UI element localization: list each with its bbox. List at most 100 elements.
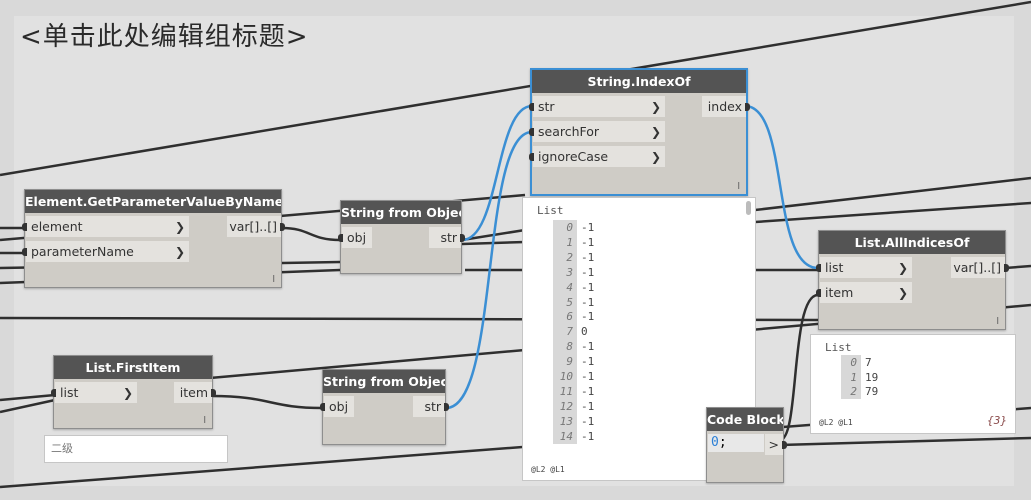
- port-label: >: [768, 437, 779, 452]
- preview-index: 1: [841, 369, 861, 385]
- port-connector[interactable]: [816, 264, 821, 272]
- preview-row: 14-1: [553, 428, 594, 444]
- port-connector[interactable]: [745, 103, 750, 111]
- input-port-searchfor[interactable]: searchFor ❯: [529, 121, 665, 143]
- scrollbar-thumb[interactable]: [746, 201, 751, 215]
- preview-value: -1: [581, 265, 595, 279]
- node-title: String.IndexOf: [532, 70, 746, 93]
- preview-value: -1: [581, 280, 595, 294]
- preview-levels: @L2 @L1: [819, 418, 853, 427]
- input-port-obj[interactable]: obj: [338, 227, 372, 249]
- port-connector[interactable]: [338, 234, 343, 242]
- node-get-parameter-value[interactable]: Element.GetParameterValueByName element …: [22, 189, 285, 288]
- code-editor[interactable]: 0;: [708, 434, 764, 452]
- port-connector[interactable]: [444, 403, 449, 411]
- node-title: String from Object: [341, 201, 461, 224]
- output-port-str[interactable]: str: [429, 227, 465, 249]
- port-label: ignoreCase: [538, 149, 609, 164]
- preview-value: -1: [581, 399, 595, 413]
- output-port[interactable]: >: [765, 434, 787, 456]
- node-title: List.AllIndicesOf: [819, 231, 1005, 254]
- selected-wire: [744, 104, 819, 270]
- preview-index: 13: [553, 413, 577, 429]
- preview-value: 79: [865, 385, 879, 398]
- port-connector[interactable]: [816, 289, 821, 297]
- preview-value: -1: [581, 414, 595, 428]
- preview-value: -1: [581, 235, 595, 249]
- preview-value: 0: [581, 325, 588, 339]
- output-port-index[interactable]: index: [702, 96, 750, 118]
- preview-index: 1: [553, 234, 577, 250]
- port-connector[interactable]: [529, 103, 534, 111]
- input-port-ignorecase[interactable]: ignoreCase ❯: [529, 146, 665, 168]
- lacing-indicator: l: [996, 317, 999, 327]
- preview-row: 13 -1: [553, 413, 595, 429]
- port-connector[interactable]: [211, 389, 216, 397]
- wire: [0, 393, 56, 402]
- port-label: obj: [329, 399, 349, 414]
- port-connector[interactable]: [51, 389, 56, 397]
- preview-row: 12 -1: [553, 398, 595, 414]
- output-port-var[interactable]: var[]..[]: [227, 216, 285, 238]
- wire: [754, 201, 1031, 224]
- input-port-parametername[interactable]: parameterName ❯: [22, 241, 189, 263]
- preview-index: 4: [553, 279, 577, 295]
- port-connector[interactable]: [22, 223, 27, 231]
- port-connector[interactable]: [529, 128, 534, 136]
- note-text: 二级: [51, 442, 73, 455]
- preview-row: 10-1: [553, 369, 594, 384]
- input-port-item[interactable]: item ❯: [816, 282, 912, 304]
- port-connector[interactable]: [280, 223, 285, 231]
- port-label: searchFor: [538, 124, 600, 139]
- chevron-right-icon: ❯: [174, 220, 185, 234]
- note-textbox[interactable]: 二级: [44, 435, 228, 463]
- group-title[interactable]: <单击此处编辑组标题>: [20, 22, 309, 52]
- port-label: str: [440, 230, 457, 245]
- port-connector[interactable]: [529, 153, 534, 161]
- node-string-from-object-2[interactable]: String from Object obj str: [320, 369, 449, 445]
- node-code-block[interactable]: Code Block 0; >: [706, 407, 787, 483]
- port-label: var[]..[]: [229, 219, 277, 234]
- preview-row: 4 -1: [553, 279, 595, 295]
- preview-index: 2: [841, 384, 861, 399]
- wire: [0, 398, 56, 414]
- input-port-element[interactable]: element ❯: [22, 216, 189, 238]
- port-connector[interactable]: [22, 248, 27, 256]
- preview-index: 11: [553, 383, 577, 399]
- preview-index: 12: [553, 398, 577, 414]
- selected-wire: [461, 104, 533, 242]
- preview-row: 2-1: [553, 249, 594, 265]
- input-port-list[interactable]: list ❯: [816, 257, 912, 279]
- port-connector[interactable]: [320, 403, 325, 411]
- lacing-indicator: l: [272, 275, 275, 285]
- output-port-str[interactable]: str: [413, 396, 449, 418]
- port-connector[interactable]: [1004, 264, 1009, 272]
- node-list-firstitem[interactable]: List.FirstItem list ❯ item l: [51, 355, 216, 429]
- input-port-str[interactable]: str ❯: [529, 96, 665, 118]
- preview-index: 0: [553, 220, 577, 235]
- preview-index: 7: [553, 324, 577, 340]
- preview-index: 0: [841, 355, 861, 370]
- node-list-allindicesof[interactable]: List.AllIndicesOf list ❯ item ❯ var[]..[…: [816, 230, 1009, 330]
- lacing-indicator: l: [737, 182, 740, 192]
- node-string-from-object[interactable]: String from Object obj str: [338, 200, 465, 274]
- wire: [1004, 264, 1031, 270]
- node-string-indexof[interactable]: String.IndexOf str ❯ searchFor ❯ ignoreC…: [529, 68, 750, 196]
- output-port-item[interactable]: item: [174, 382, 216, 404]
- preview-value: 7: [865, 356, 872, 369]
- preview-row: 8-1: [553, 339, 594, 355]
- port-label: element: [31, 219, 83, 234]
- preview-index: 8: [553, 339, 577, 355]
- chevron-right-icon: ❯: [174, 245, 185, 259]
- chevron-right-icon: ❯: [650, 125, 661, 139]
- port-connector[interactable]: [782, 441, 787, 449]
- output-port-var[interactable]: var[]..[]: [951, 257, 1009, 279]
- input-port-list[interactable]: list ❯: [51, 382, 137, 404]
- input-port-obj[interactable]: obj: [320, 396, 354, 418]
- port-connector[interactable]: [460, 234, 465, 242]
- preview-row: 1 -1: [553, 234, 595, 250]
- preview-row: 0-1: [553, 220, 594, 235]
